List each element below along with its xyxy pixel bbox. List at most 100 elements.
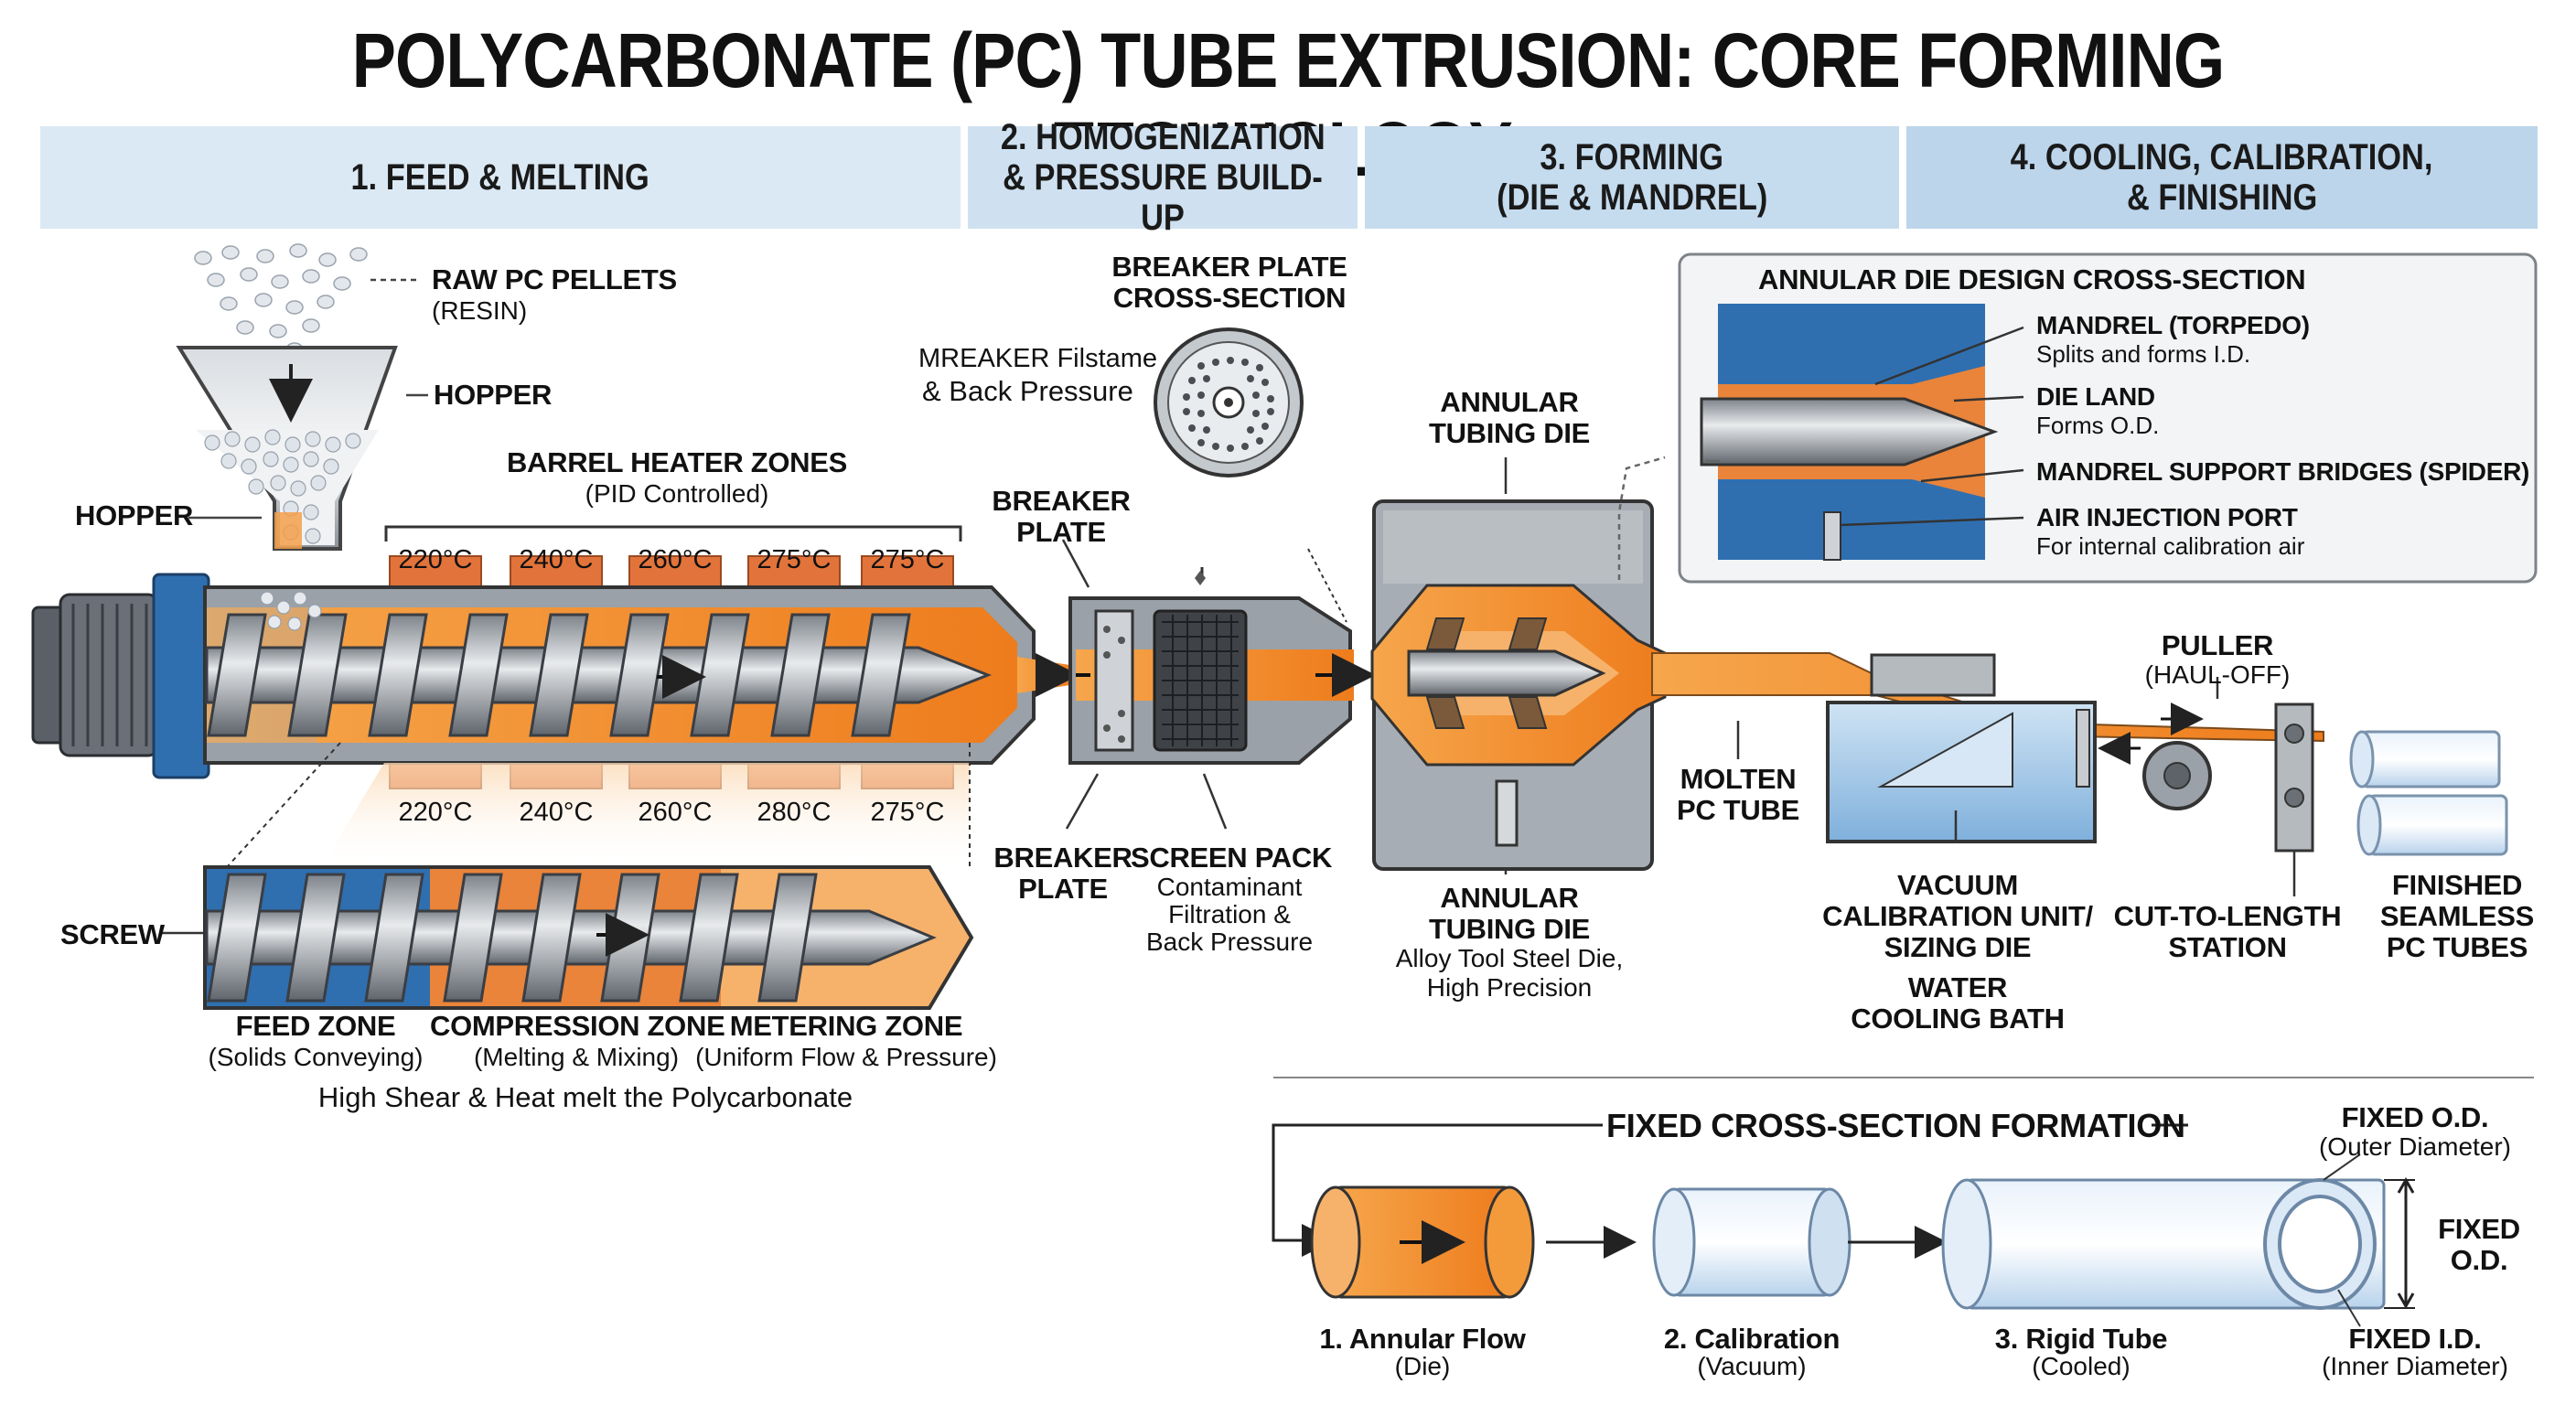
bottom-temp-zone-1: 220°C [398, 798, 473, 827]
fixed-id-title: FIXED I.D. [2348, 1323, 2482, 1355]
step-2-name: 2. Calibration [1663, 1323, 1841, 1355]
vacuum-label-1: VACUUM [1897, 869, 2018, 901]
vacuum-calibration-tank [1826, 653, 2097, 843]
puller-label: PULLER [2161, 629, 2274, 661]
finished-label-2: SEAMLESS [2379, 900, 2535, 932]
die-bottom-label-1: ANNULAR [1440, 882, 1579, 914]
top-temp-zone-5: 275°C [870, 545, 945, 574]
stage-4-line2: & FINISHING [2126, 177, 2318, 218]
die-top-label-2: TUBING DIE [1428, 417, 1591, 449]
breaker-plate-screen-pack [1068, 596, 1376, 765]
finished-label-3: PC TUBES [2386, 931, 2528, 963]
breaker-plate-bottom-2: PLATE [1018, 873, 1108, 905]
top-temp-zone-4: 275°C [757, 545, 832, 574]
die-bottom-label-2: TUBING DIE [1428, 913, 1591, 945]
mreaker-line-1: MREAKER Filstame [918, 344, 1158, 373]
stage-2-line2: & PRESSURE BUILD-UP [1003, 157, 1323, 238]
inset-item-air-port-desc: For internal calibration air [2036, 532, 2305, 560]
cross-section-title: FIXED CROSS-SECTION FORMATION [1606, 1107, 2185, 1144]
screw-label: SCREW [60, 918, 165, 950]
cut-label-1: CUT-TO-LENGTH [2113, 900, 2342, 932]
puller-sub: (HAUL-OFF) [2144, 660, 2291, 689]
breaker-plate-top-2: PLATE [1016, 516, 1106, 548]
metering-zone-desc: (Uniform Flow & Pressure) [695, 1043, 997, 1071]
screen-pack-desc-1: Contaminant [1156, 873, 1303, 901]
bath-label-2: COOLING BATH [1851, 1003, 2065, 1035]
breaker-plate-top-1: BREAKER [992, 485, 1131, 517]
bp-cross-title-2: CROSS-SECTION [1112, 282, 1347, 314]
cut-label-2: STATION [2168, 931, 2287, 963]
raw-pellets-title: RAW PC PELLETS [432, 263, 677, 295]
finished-tubes [2349, 730, 2508, 856]
die-bottom-desc-2: High Precision [1426, 973, 1593, 1002]
vacuum-label-2: CALIBRATION UNIT/ [1822, 900, 2093, 932]
bottom-temp-zone-2: 240°C [519, 798, 594, 827]
inset-item-mandrel-desc: Splits and forms I.D. [2036, 340, 2251, 368]
step-2-desc: (Vacuum) [1697, 1352, 1807, 1380]
melting-caption: High Shear & Heat melt the Polycarbonate [317, 1081, 853, 1113]
extruder-barrel [203, 585, 1079, 765]
bottom-temp-zone-4: 280°C [757, 798, 832, 827]
top-temp-zone-2: 240°C [519, 545, 594, 574]
step-3-desc: (Cooled) [2032, 1352, 2131, 1380]
bp-cross-title-1: BREAKER PLATE [1111, 251, 1347, 283]
cut-to-length-station [2274, 702, 2314, 896]
stage-4-line1: 4. COOLING, CALIBRATION, [2011, 137, 2433, 177]
screw-zones-detail [203, 865, 974, 1010]
stage-header-feed-melting: 1. FEED & MELTING [40, 126, 961, 229]
fixed-id-sub: (Inner Diameter) [2322, 1352, 2508, 1380]
raw-pellets [194, 243, 368, 360]
calibration-tube [1652, 1187, 1852, 1297]
top-temp-zone-3: 260°C [638, 545, 713, 574]
breaker-plate-bottom-1: BREAKER [993, 842, 1132, 874]
raw-pellets-sub: (RESIN) [432, 296, 528, 325]
inset-item-air-port: AIR INJECTION PORT [2036, 503, 2298, 531]
top-temp-zone-1: 220°C [398, 545, 473, 574]
screen-pack-desc-3: Back Pressure [1145, 928, 1314, 956]
feed-zone-name: FEED ZONE [235, 1010, 396, 1042]
heater-bands-top [389, 555, 954, 588]
mreaker-line-2: & Back Pressure [922, 375, 1133, 407]
step-1-name: 1. Annular Flow [1319, 1323, 1526, 1355]
bottom-temp-zone-3: 260°C [638, 798, 713, 827]
stage-3-line2: (DIE & MANDREL) [1496, 177, 1768, 218]
screen-pack-title: SCREEN PACK [1131, 842, 1333, 874]
cross-section-formation [1272, 1123, 2415, 1327]
inset-item-die-land: DIE LAND [2036, 382, 2155, 411]
hopper-label-right: HOPPER [434, 379, 553, 411]
annular-tubing-die [1370, 457, 1667, 874]
stage-1-label: 1. FEED & MELTING [350, 157, 650, 198]
stage-2-line1: 2. HOMOGENIZATION [1000, 117, 1326, 157]
rigid-tube [1941, 1178, 2386, 1310]
metering-zone-name: METERING ZONE [729, 1010, 963, 1042]
inset-item-mandrel: MANDREL (TORPEDO) [2036, 311, 2310, 339]
bath-label-1: WATER [1907, 971, 2008, 1003]
puller-haul-off [2098, 677, 2219, 810]
stage-3-line1: 3. FORMING [1540, 137, 1724, 177]
bottom-temp-zone-5: 275°C [870, 798, 945, 827]
stage-header-forming: 3. FORMING (DIE & MANDREL) [1365, 126, 1899, 229]
fixed-od-side-1: FIXED [2438, 1213, 2520, 1245]
hopper-label-left: HOPPER [75, 499, 194, 531]
screen-pack-desc-2: Filtration & [1168, 900, 1291, 928]
annular-die-inset [1678, 252, 2538, 584]
step-3-name: 3. Rigid Tube [1994, 1323, 2168, 1355]
die-top-label-1: ANNULAR [1440, 386, 1579, 418]
drive-motor [31, 573, 210, 779]
fixed-od-title: FIXED O.D. [2341, 1101, 2489, 1133]
hopper [176, 346, 398, 551]
annular-flow-tube [1310, 1185, 1535, 1299]
die-bottom-desc-1: Alloy Tool Steel Die, [1395, 944, 1624, 972]
step-1-desc: (Die) [1394, 1352, 1451, 1380]
molten-tube-label-1: MOLTEN [1680, 763, 1797, 795]
compression-zone-desc: (Melting & Mixing) [473, 1043, 680, 1071]
breaker-plate-cross-section [1154, 327, 1304, 477]
barrel-heater-title: BARREL HEATER ZONES [506, 446, 848, 478]
compression-zone-name: COMPRESSION ZONE [430, 1010, 725, 1042]
finished-label-1: FINISHED [2391, 869, 2523, 901]
fixed-od-sub: (Outer Diameter) [2318, 1132, 2512, 1161]
barrel-heater-sub: (PID Controlled) [585, 479, 769, 508]
feed-zone-desc: (Solids Conveying) [208, 1043, 424, 1071]
stage-header-cooling: 4. COOLING, CALIBRATION, & FINISHING [1906, 126, 2538, 229]
